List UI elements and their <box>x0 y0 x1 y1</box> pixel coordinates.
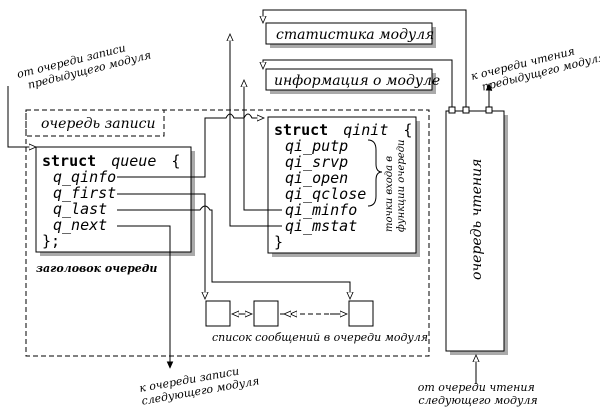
struct-queue-close: }; <box>42 232 60 250</box>
line-qfirst-to-msg <box>117 193 205 299</box>
read-queue-port-2 <box>462 106 470 114</box>
struct-qinit-box: struct qinit { qi_putp qi_srvp qi_open q… <box>267 116 420 257</box>
field-qi-mstat: qi_mstat <box>285 217 357 235</box>
line-readq-to-info <box>263 59 453 107</box>
field-qi-putp: qi_putp <box>285 137 348 155</box>
field-qi-qclose: qi_qclose <box>285 185 366 203</box>
module-info-label: информация о модуле <box>274 73 440 89</box>
field-qi-minfo: qi_minfo <box>285 201 357 219</box>
field-q-last: q_last <box>53 200 107 218</box>
line-minfo-to-info <box>244 80 282 211</box>
field-q-next: q_next <box>53 216 107 234</box>
label-from-write-queue-prev: от очереди записи предыдущего модуля <box>16 36 153 94</box>
label-to-write-queue-next: к очереди записи следующего модуля <box>138 361 260 408</box>
entry-points-label: точки входа в функции очереди <box>384 140 407 232</box>
line-qinfo-to-qinit <box>117 113 264 178</box>
field-qi-open: qi_open <box>285 169 348 187</box>
field-q-first: q_first <box>53 184 116 202</box>
entry-points-brace <box>367 139 383 207</box>
write-queue-region <box>25 109 430 357</box>
message-list-label: список сообщений в очереди модуля <box>212 331 428 344</box>
message-box-1 <box>205 300 231 327</box>
line-qlast-to-msg <box>117 205 350 299</box>
message-list <box>205 300 374 327</box>
svg-text:к очереди записи следующ: к очереди записи следующего модуля <box>138 361 260 407</box>
arrow-in-write-queue <box>7 86 36 147</box>
write-queue-label: очередь записи <box>41 116 156 132</box>
module-info-box: информация о модуле <box>265 68 440 94</box>
label-from-read-queue-next: от очереди чтения следующего модуля <box>418 381 539 407</box>
struct-qinit-close: } <box>274 233 283 251</box>
line-qnext-down <box>117 225 170 368</box>
read-queue-box: очередь чтения <box>445 106 508 355</box>
read-queue-label: очередь чтения <box>469 159 485 280</box>
label-to-read-queue-prev: к очереди чтения предыдущего модуля <box>470 38 600 96</box>
module-stat-box: статистика модуля <box>265 22 436 48</box>
write-queue-label-box: очередь записи <box>25 109 165 137</box>
message-box-3 <box>348 300 374 327</box>
queue-header-label: заголовок очереди <box>36 262 157 275</box>
read-queue-port-1 <box>448 106 456 114</box>
svg-text:от очереди записи предыд: от очереди записи предыдущего модуля <box>16 36 153 94</box>
line-mstat-to-stat <box>230 34 282 227</box>
field-qi-srvp: qi_srvp <box>285 153 348 171</box>
line-readq-to-stat <box>263 9 467 107</box>
field-q-qinfo: q_qinfo <box>53 168 116 186</box>
read-queue-port-3 <box>485 106 493 114</box>
message-box-2 <box>253 300 279 327</box>
struct-queue-header: struct queue { <box>42 152 180 170</box>
struct-qinit-header: struct qinit { <box>274 121 412 139</box>
svg-text:от очереди чтения следую: от очереди чтения следующего модуля <box>418 381 539 407</box>
struct-queue-box: struct queue { q_qinfo q_first q_last q_… <box>35 146 195 256</box>
module-stat-label: статистика модуля <box>276 27 434 43</box>
svg-text:к очереди чтения предыду: к очереди чтения предыдущего модуля <box>470 38 600 96</box>
svg-text:точки входа в функции оч: точки входа в функции очереди <box>384 140 407 232</box>
